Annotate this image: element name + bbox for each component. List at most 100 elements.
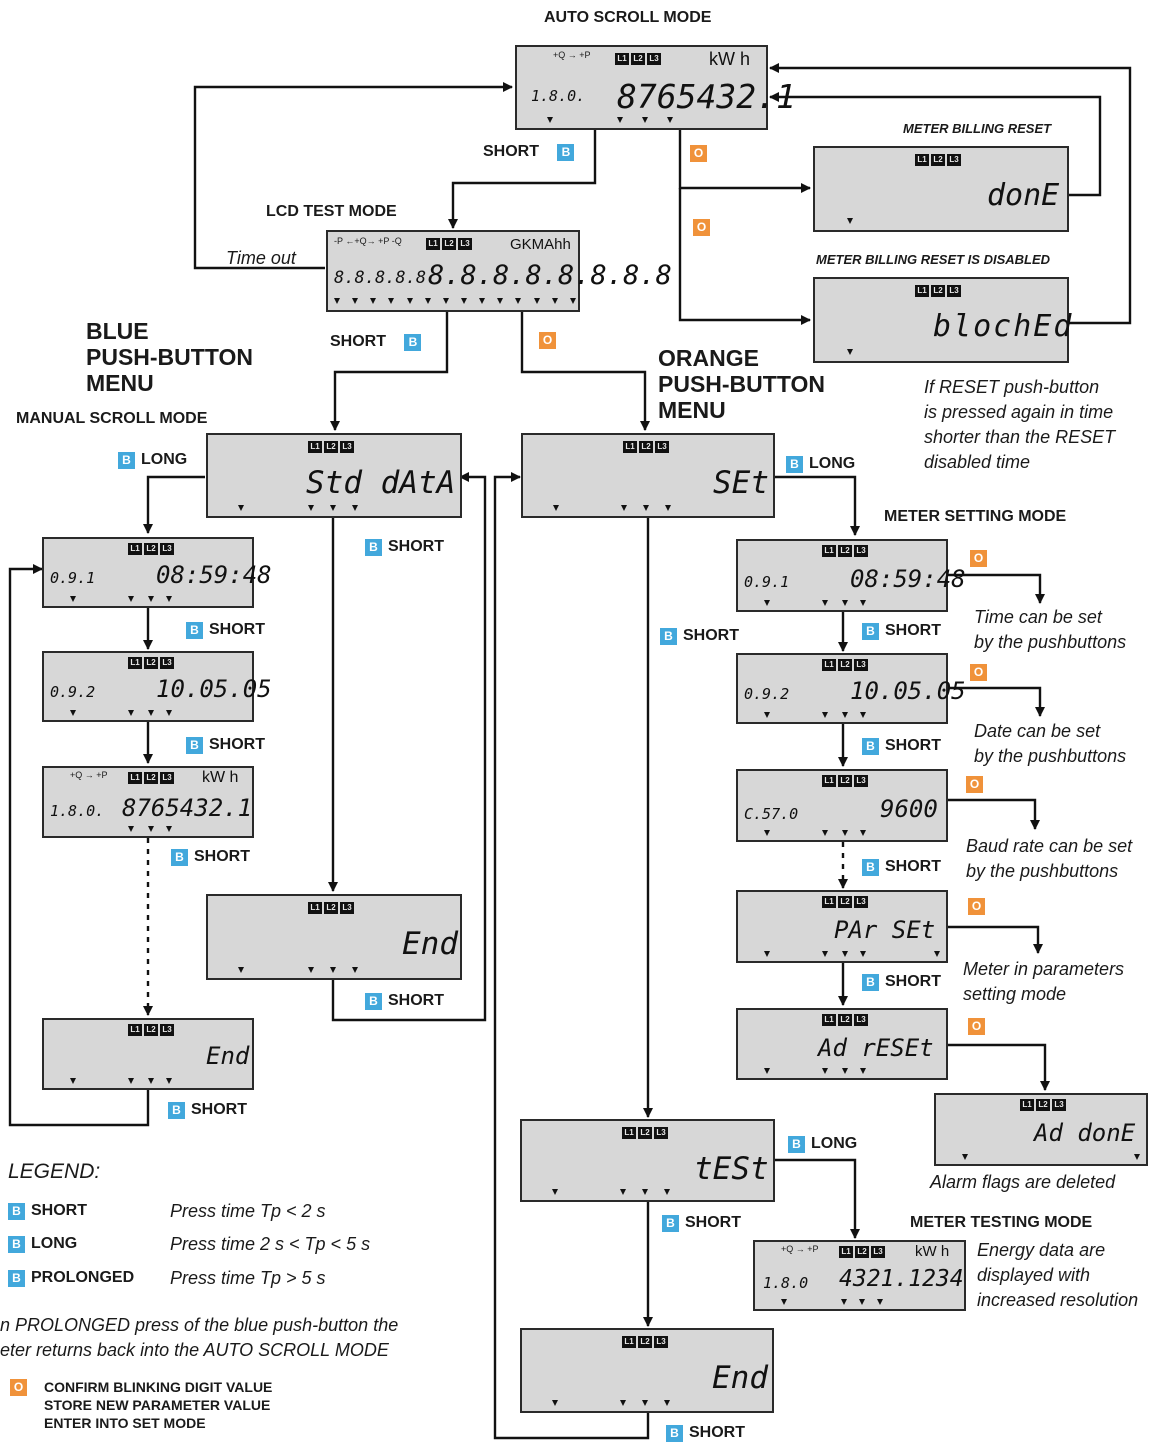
phase-l2: L2 [144,657,158,669]
indicator-arrow-icon [352,298,359,304]
press-type: SHORT [209,736,265,753]
indicator-arrow-icon [764,951,770,957]
obis-code: C.57.0 [744,805,799,823]
indicator-arrow-icon [664,1189,670,1195]
baud-set-note: Baud rate can be set by the pushbuttons [966,834,1132,884]
display-value: 10.05.05 [850,677,966,705]
blue-button-icon: B [404,333,422,351]
press-type: SHORT [685,1214,741,1231]
blue-button-icon: B [365,538,382,556]
indicator-arrow-icon [479,298,486,304]
phase-l3: L3 [871,1246,885,1258]
phase-l1: L1 [128,657,142,669]
indicator-arrow-icon [308,967,314,973]
indicator-arrow-icon [664,1400,670,1406]
indicator-arrow-icon [842,1068,848,1074]
orange-label: O [970,664,987,682]
indicator-arrow-icon [822,951,828,957]
phase-l2: L2 [838,659,852,671]
blue-button-icon: B [118,451,135,469]
auto-scroll-title: AUTO SCROLL MODE [544,9,712,26]
orange-label: O [970,550,987,568]
alarm-note: Alarm flags are deleted [930,1172,1116,1192]
indicator-arrow-icon [860,830,866,836]
orange-button-icon: O [693,219,710,237]
indicator-arrow-icon [859,1299,865,1305]
phase-l2: L2 [838,1014,852,1026]
orange-label: O [693,219,710,237]
indicator-arrow-icon [148,1078,154,1084]
phase-l3: L3 [854,775,868,787]
blue-button-icon: B [186,736,203,754]
phase-l2: L2 [324,902,338,914]
indicator-arrow-icon [406,298,413,304]
timeout-label: Time out [226,248,296,268]
unit-label: kW h [202,769,239,786]
note-line: increased resolution [977,1290,1139,1310]
phase-l2: L2 [442,238,456,250]
indicator-arrow-icon [617,117,623,123]
indicator-arrow-icon [334,298,340,304]
indicator-arrow-icon [764,1068,770,1074]
blue-button-icon: B [862,973,879,991]
blue-menu-line: PUSH-BUTTON [86,344,253,370]
display-value: 4321.1234 [839,1266,964,1292]
indicator-arrow-icon [860,1068,866,1074]
orange-button-icon: O [690,145,707,163]
indicator-arrow-icon [962,1154,968,1160]
phase-l1: L1 [822,775,836,787]
obis-code: 0.9.2 [50,683,96,701]
phase-l1: L1 [822,1014,836,1026]
phase-l3: L3 [458,238,472,250]
phase-l2: L2 [638,1336,652,1348]
orange-label: O [968,1018,985,1036]
note-line: CONFIRM BLINKING DIGIT VALUE [44,1379,273,1395]
display-value: blochEd [933,309,1074,344]
phase-l3: L3 [647,53,661,65]
phase-l3: L3 [947,285,961,297]
phase-l2: L2 [931,285,945,297]
note-line: by the pushbuttons [974,632,1127,652]
pq-indicator-icon: +Q → +P [553,50,591,60]
phase-l1: L1 [128,1024,142,1036]
note-line: is pressed again in time [924,402,1114,422]
unit-label: kW h [915,1243,950,1260]
orange-label: O [690,145,707,163]
press-type: SHORT [885,622,941,639]
pq-indicator-icon: +Q → +P [781,1244,819,1254]
legend-long-desc: Press time 2 s < Tp < 5 s [170,1234,371,1254]
orange-label: O [966,776,983,794]
indicator-arrow-icon [552,1189,558,1195]
indicator-arrow-icon [764,600,770,606]
phase-l3: L3 [854,659,868,671]
orange-button-icon: O [970,664,987,682]
indicator-arrow-icon [148,826,154,832]
indicator-arrow-icon [547,117,553,123]
indicator-arrow-icon [822,712,828,718]
display-value: 8765432.1 [122,794,253,822]
display-value: End [712,1360,768,1396]
phase-l1: L1 [308,902,322,914]
press-type: SHORT [885,973,941,990]
indicator-arrow-icon [148,596,154,602]
indicator-arrow-icon [860,951,866,957]
press-type: SHORT [483,143,539,160]
obis-code: 0.9.1 [744,573,790,591]
